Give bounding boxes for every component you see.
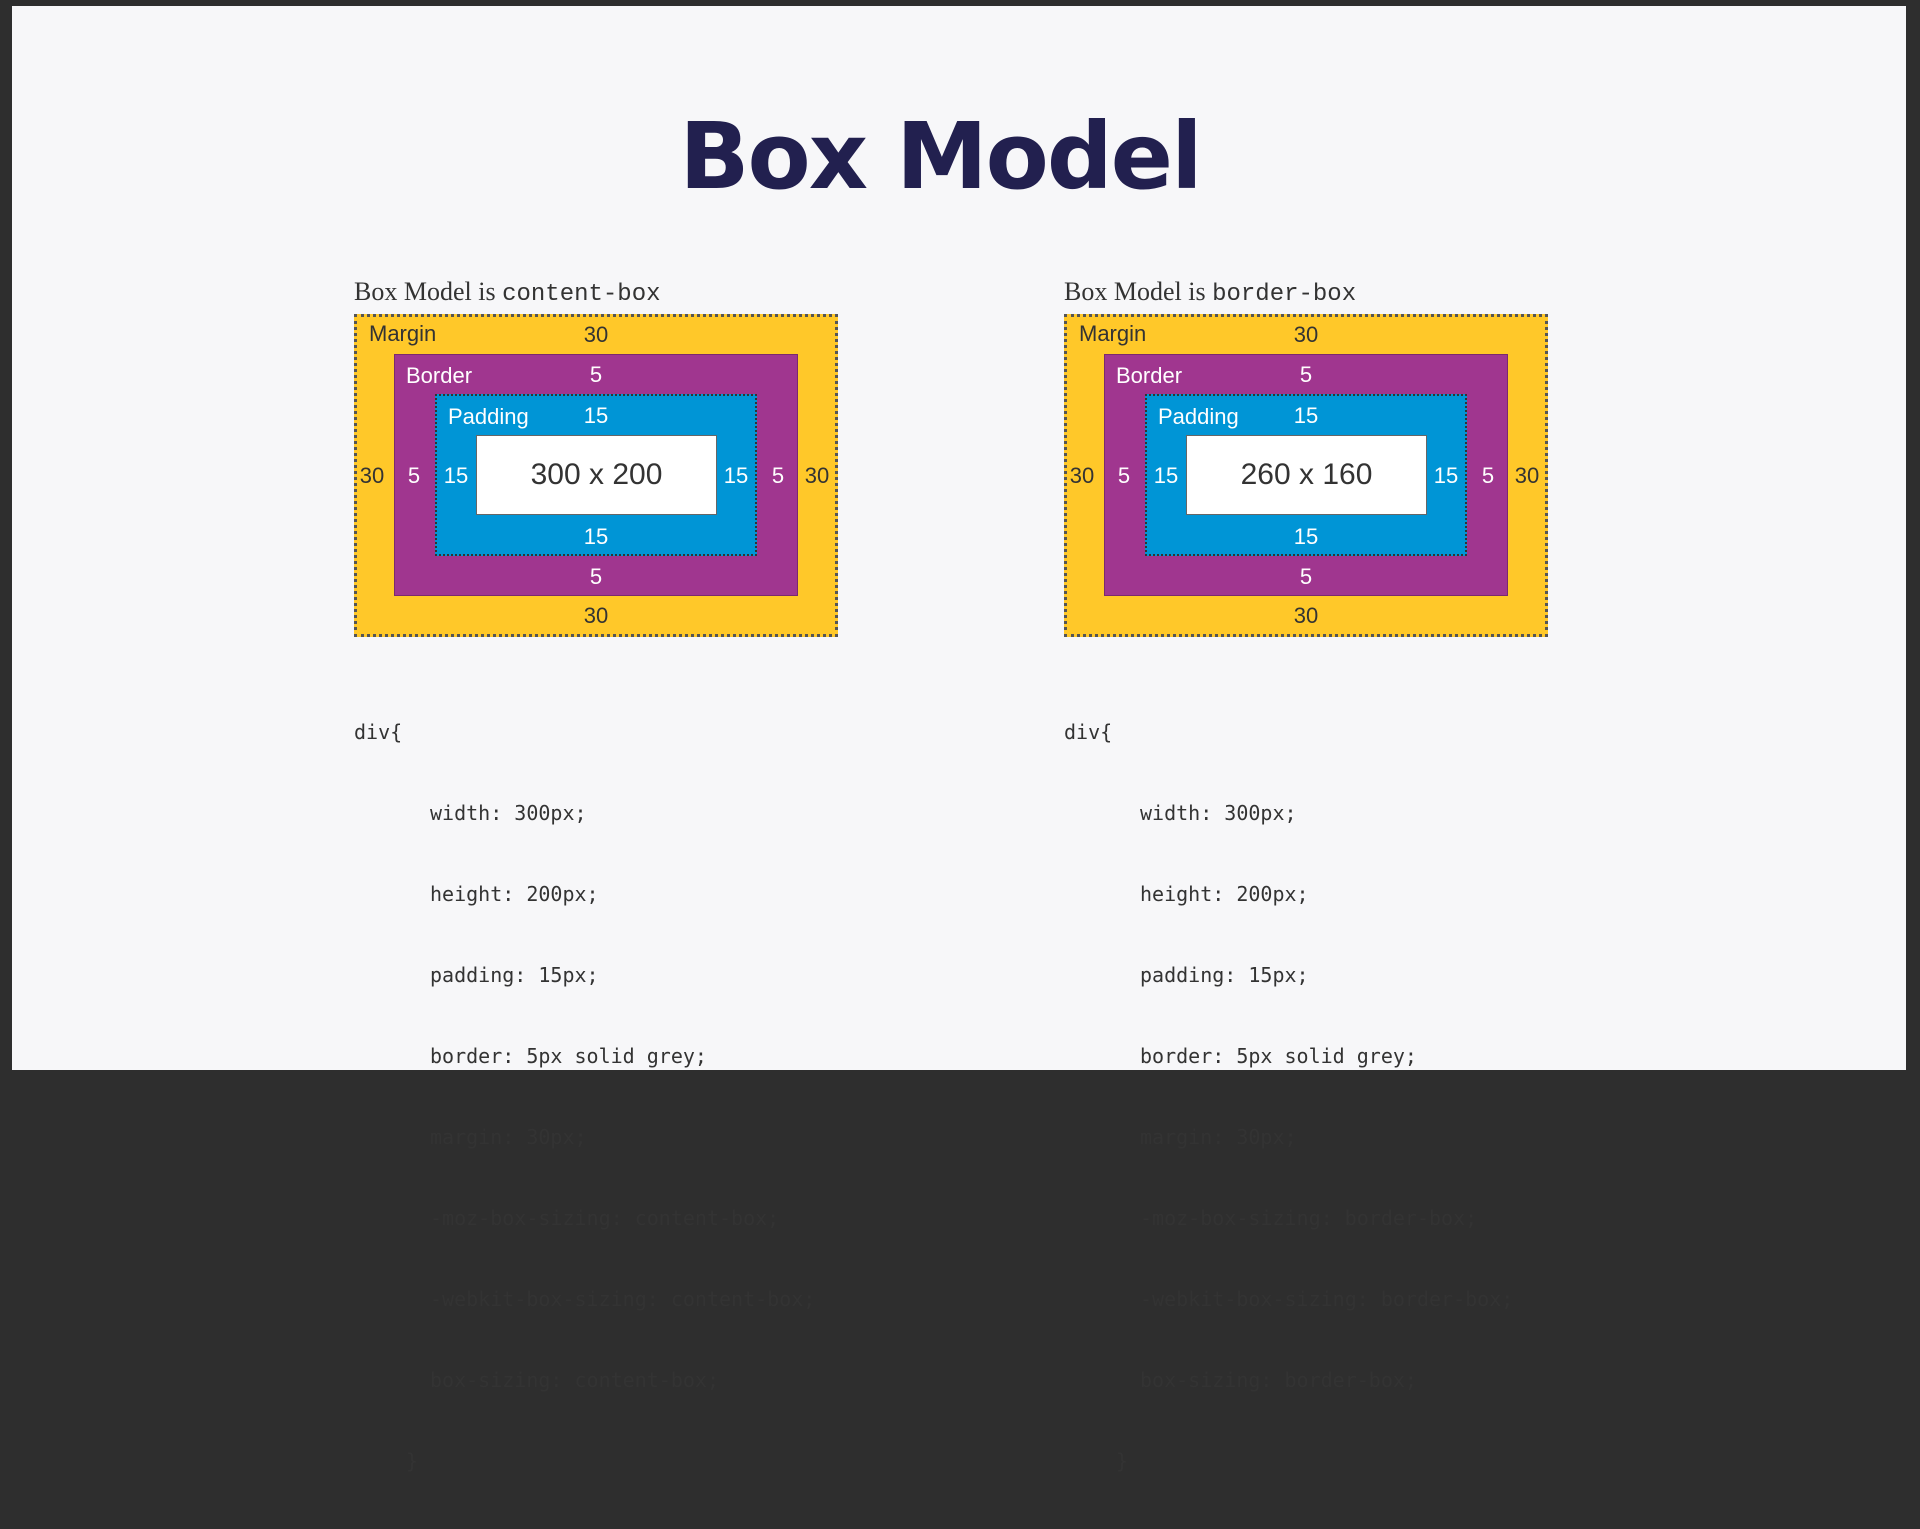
caption-code: border-box — [1212, 281, 1357, 308]
box-model-diagram: 300 x 200 Margin Border Padding 30 30 30… — [354, 314, 838, 637]
code-line: div{ — [1064, 720, 1113, 744]
margin-right-value: 30 — [1514, 463, 1540, 488]
margin-right-value: 30 — [804, 463, 830, 488]
caption-text: Box Model is — [354, 277, 503, 306]
caption-text: Box Model is — [1064, 277, 1213, 306]
padding-right-value: 15 — [1433, 463, 1459, 488]
code-line: padding: 15px; — [1140, 963, 1309, 987]
slide: Box Model Box Model is content-box 300 x… — [12, 6, 1906, 1473]
margin-top-value: 30 — [1293, 322, 1319, 347]
code-line: -webkit-box-sizing: content-box; — [430, 1287, 816, 1311]
code-line: } — [1116, 1449, 1129, 1473]
border-right-value: 5 — [1481, 463, 1495, 488]
code-line: -moz-box-sizing: border-box; — [1140, 1206, 1478, 1230]
content-area: 260 x 160 — [1186, 435, 1427, 515]
margin-top-value: 30 — [583, 322, 609, 347]
content-size-label: 260 x 160 — [1240, 458, 1373, 491]
slide-title: Box Model — [679, 103, 1202, 210]
padding-left-value: 15 — [1153, 463, 1179, 488]
box-model-diagram: 260 x 160 Margin Border Padding 30 30 30… — [1064, 314, 1548, 637]
panel-caption: Box Model is content-box — [354, 274, 844, 310]
padding-left-value: 15 — [443, 463, 469, 488]
code-line: width: 300px; — [1140, 801, 1297, 825]
code-line: div{ — [354, 720, 403, 744]
margin-bottom-value: 30 — [583, 603, 609, 628]
code-line: -moz-box-sizing: content-box; — [430, 1206, 780, 1230]
content-size-label: 300 x 200 — [530, 458, 663, 491]
code-line: width: 300px; — [430, 801, 587, 825]
margin-bottom-value: 30 — [1293, 603, 1319, 628]
border-left-value: 5 — [1117, 463, 1131, 488]
padding-bottom-value: 15 — [583, 524, 609, 549]
content-area: 300 x 200 — [476, 435, 717, 515]
padding-right-value: 15 — [723, 463, 749, 488]
panel-caption: Box Model is border-box — [1064, 274, 1554, 310]
caption-code: content-box — [502, 281, 661, 308]
padding-label: Padding — [1158, 404, 1239, 429]
panel-content-box: Box Model is content-box 300 x 200 Margi… — [354, 274, 844, 1529]
border-left-value: 5 — [407, 463, 421, 488]
border-bottom-value: 5 — [589, 564, 603, 589]
border-top-value: 5 — [1299, 362, 1313, 387]
border-bottom-value: 5 — [1299, 564, 1313, 589]
border-label: Border — [1116, 363, 1183, 388]
code-line: } — [406, 1449, 419, 1473]
border-top-value: 5 — [589, 362, 603, 387]
code-line: border: 5px solid grey; — [430, 1044, 707, 1068]
margin-label: Margin — [1079, 321, 1147, 346]
padding-top-value: 15 — [1293, 403, 1319, 428]
code-line: box-sizing: content-box; — [430, 1368, 719, 1392]
code-line: -webkit-box-sizing: border-box; — [1140, 1287, 1514, 1311]
code-line: height: 200px; — [1140, 882, 1309, 906]
margin-label: Margin — [369, 321, 437, 346]
border-label: Border — [406, 363, 473, 388]
code-line: border: 5px solid grey; — [1140, 1044, 1417, 1068]
padding-bottom-value: 15 — [1293, 524, 1319, 549]
code-line: box-sizing: border-box; — [1140, 1368, 1417, 1392]
margin-left-value: 30 — [359, 463, 385, 488]
code-line: height: 200px; — [430, 882, 599, 906]
padding-label: Padding — [448, 404, 529, 429]
border-right-value: 5 — [771, 463, 785, 488]
panel-border-box: Box Model is border-box 260 x 160 Margin… — [1064, 274, 1554, 1529]
margin-left-value: 30 — [1069, 463, 1095, 488]
code-line: padding: 15px; — [430, 963, 599, 987]
css-code-block: div{ width: 300px; height: 200px; paddin… — [354, 665, 844, 1529]
css-code-block: div{ width: 300px; height: 200px; paddin… — [1064, 665, 1554, 1529]
padding-top-value: 15 — [583, 403, 609, 428]
code-line: margin: 30px; — [1140, 1125, 1297, 1149]
code-line: margin: 30px; — [430, 1125, 587, 1149]
